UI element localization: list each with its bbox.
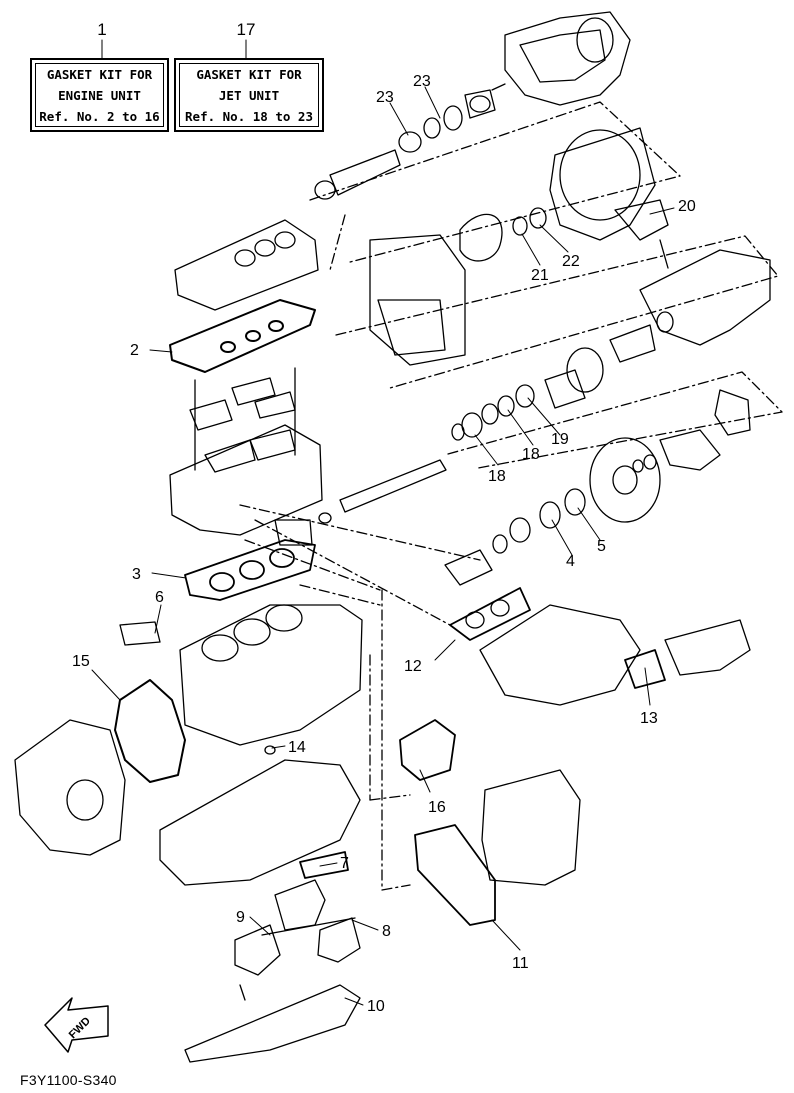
coupler-assembly [444, 389, 751, 586]
oil-separator [414, 769, 581, 926]
bearing-housing [451, 249, 771, 441]
callout-22: 22 [562, 253, 580, 270]
head-gasket [184, 539, 316, 601]
output-shaft [318, 459, 447, 524]
exhaust-manifold [449, 587, 751, 706]
impeller-duct [459, 127, 669, 269]
kit-ref-number: 1 [97, 20, 107, 39]
callout-20: 20 [678, 198, 696, 215]
callout-12: 12 [404, 658, 422, 675]
jet-gasket-kit-box: GASKET KIT FOR JET UNIT Ref. No. 18 to 2… [174, 58, 324, 132]
kit-line-2: JET UNIT [218, 88, 280, 103]
valve-cover [174, 219, 319, 311]
callout-23b: 23 [413, 73, 431, 90]
callout-9: 9 [236, 909, 245, 926]
callout-18b: 18 [522, 446, 540, 463]
callout-23a: 23 [376, 89, 394, 106]
callout-10: 10 [367, 998, 385, 1015]
callout-15: 15 [72, 653, 90, 670]
callout-2: 2 [130, 342, 139, 359]
kit-line-3: Ref. No. 18 to 23 [185, 109, 313, 124]
stator-housing [369, 234, 466, 366]
callout-5: 5 [597, 538, 606, 555]
callout-19: 19 [551, 431, 569, 448]
lower-crankcase [159, 745, 361, 886]
engine-gasket-kit-box: GASKET KIT FOR ENGINE UNIT Ref. No. 2 to… [30, 58, 169, 132]
side-cover [399, 719, 456, 781]
callout-18a: 18 [488, 468, 506, 485]
cylinder-block [119, 604, 363, 746]
drive-shaft-top [314, 105, 463, 200]
jet-pump-housing [464, 11, 631, 119]
oil-pan [184, 984, 361, 1063]
cylinder-head [169, 424, 323, 546]
callout-8: 8 [382, 923, 391, 940]
callout-16: 16 [428, 799, 446, 816]
oil-pump [234, 879, 361, 976]
callout-14: 14 [288, 739, 306, 756]
callout-6: 6 [155, 589, 164, 606]
kit-line-2: ENGINE UNIT [58, 88, 141, 103]
fwd-arrow-icon [44, 997, 109, 1053]
kit-line-3: Ref. No. 2 to 16 [39, 109, 160, 124]
kit-line-1: GASKET KIT FOR [196, 67, 302, 82]
callout-21: 21 [531, 267, 549, 284]
crankcase-cover [14, 679, 186, 856]
diagram-code: F3Y1100-S340 [20, 1072, 117, 1088]
camshaft-caps [189, 367, 296, 471]
callout-labels: 2 3 4 5 6 7 8 9 10 11 12 13 14 15 16 18 … [67, 73, 696, 1041]
kit-ref-number: 17 [236, 20, 256, 39]
leader-lines [91, 39, 675, 1006]
callout-13: 13 [640, 710, 658, 727]
kit-line-1: GASKET KIT FOR [46, 67, 153, 82]
callout-4: 4 [566, 553, 575, 570]
callout-3: 3 [132, 566, 141, 583]
callout-11: 11 [512, 955, 529, 972]
valve-cover-gasket [169, 299, 316, 373]
fwd-label: FWD [67, 1015, 93, 1041]
callout-7: 7 [340, 855, 349, 872]
